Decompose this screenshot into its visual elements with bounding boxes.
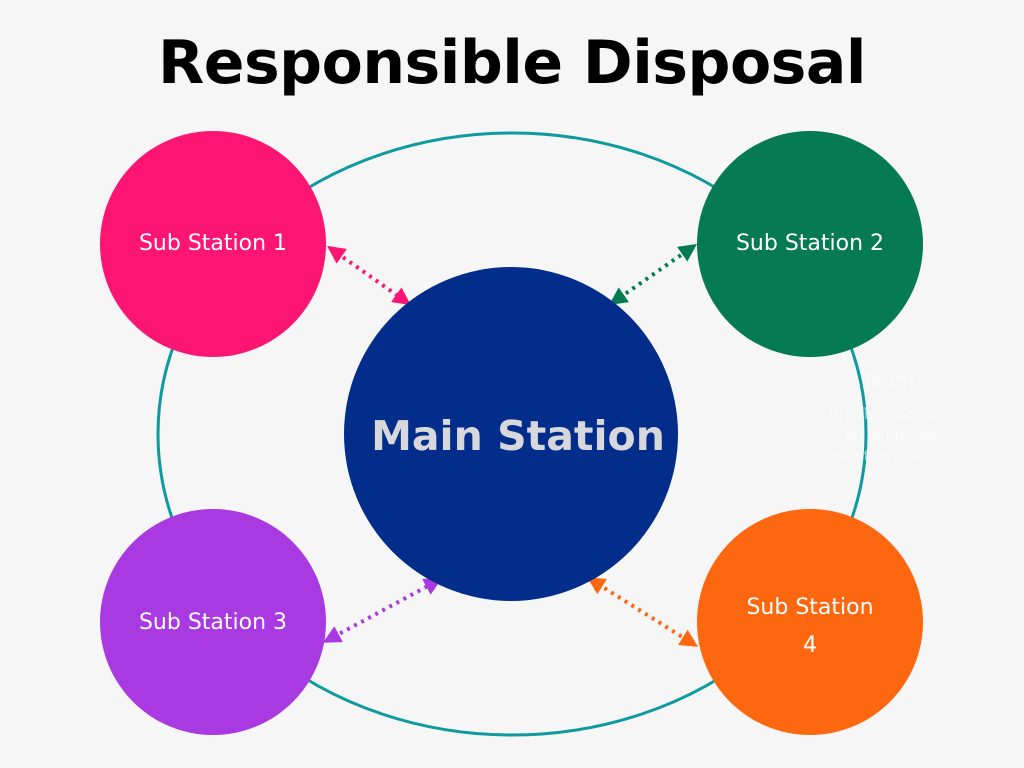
- main-station-circle: [344, 267, 678, 601]
- sub-station-3-circle: [100, 509, 326, 735]
- sub-station-4-circle: [697, 509, 923, 735]
- ghost-team-text: Team: [861, 368, 915, 392]
- connector-sub-station-2: [609, 243, 697, 306]
- sub-station-4-label: Sub Station: [746, 595, 873, 620]
- connector-sub-station-1: [327, 245, 411, 306]
- sub-station-3-label: Sub Station 3: [139, 610, 287, 635]
- sub-station-1-node: Sub Station 1: [100, 131, 326, 357]
- sub-station-3-node: Sub Station 3: [100, 509, 326, 735]
- connector-sub-station-4: [586, 577, 699, 647]
- outer-ring: [156, 131, 868, 737]
- sub-station-1-label: Sub Station 1: [139, 231, 287, 256]
- sub-station-2-label: Sub Station 2: [736, 231, 884, 256]
- page-title: Responsible Disposal: [158, 28, 866, 98]
- sub-station-4-node: Sub Station 4: [697, 509, 923, 735]
- main-station-label: Main Station: [371, 412, 665, 460]
- sub-station-2-circle: [697, 131, 923, 357]
- ghost-body-text: Briefly elaborate on what you want to di…: [828, 405, 954, 465]
- main-station-node: Main Station: [344, 267, 678, 601]
- connector-sub-station-3: [322, 578, 443, 643]
- sub-station-1-circle: [100, 131, 326, 357]
- sub-station-2-node: Sub Station 2: [697, 131, 923, 357]
- sub-station-4-label-line-2: 4: [803, 633, 817, 658]
